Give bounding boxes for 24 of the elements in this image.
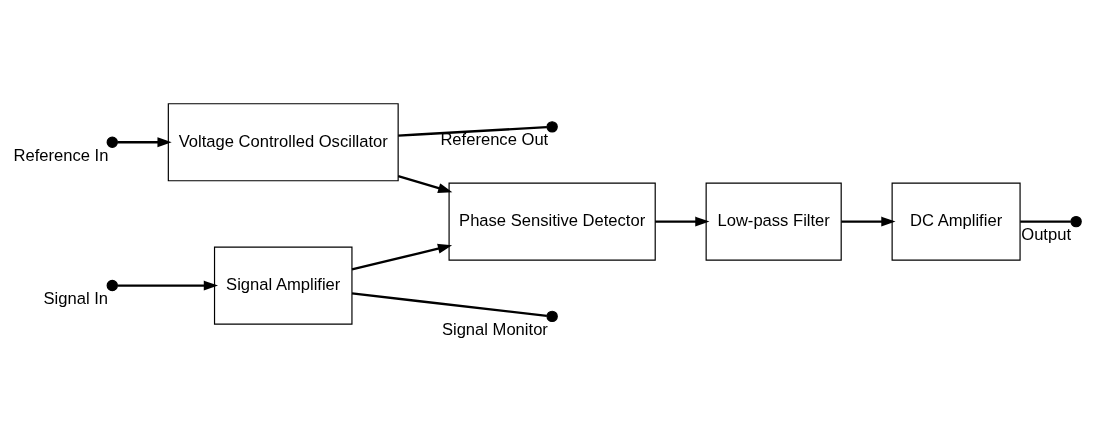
arrow [117, 136, 172, 147]
node-circle [546, 120, 558, 133]
arrow [655, 216, 710, 227]
connector [351, 291, 547, 317]
node-circle [106, 136, 118, 148]
arrow [397, 174, 453, 193]
arrow [117, 280, 219, 291]
node-box: Signal Amplifier [213, 246, 353, 325]
node-label: Signal In [43, 288, 109, 308]
node-label: Signal Monitor [441, 319, 548, 339]
node-box: Low-pass Filter [705, 182, 842, 261]
node-label: Reference Out [440, 129, 549, 149]
node-circle [546, 310, 558, 322]
arrow [841, 216, 896, 227]
node-box: Voltage Controlled Oscillator [167, 102, 399, 181]
node-circle [106, 279, 118, 291]
connector [398, 125, 547, 137]
arrow [351, 243, 453, 270]
node-box: Phase Sensitive Detector [448, 182, 656, 261]
node-circle [1070, 215, 1082, 227]
connector [1020, 219, 1071, 223]
node-label: Reference In [13, 145, 109, 165]
node-label: Output [1021, 224, 1072, 244]
node-box: DC Amplifier [891, 182, 1021, 261]
